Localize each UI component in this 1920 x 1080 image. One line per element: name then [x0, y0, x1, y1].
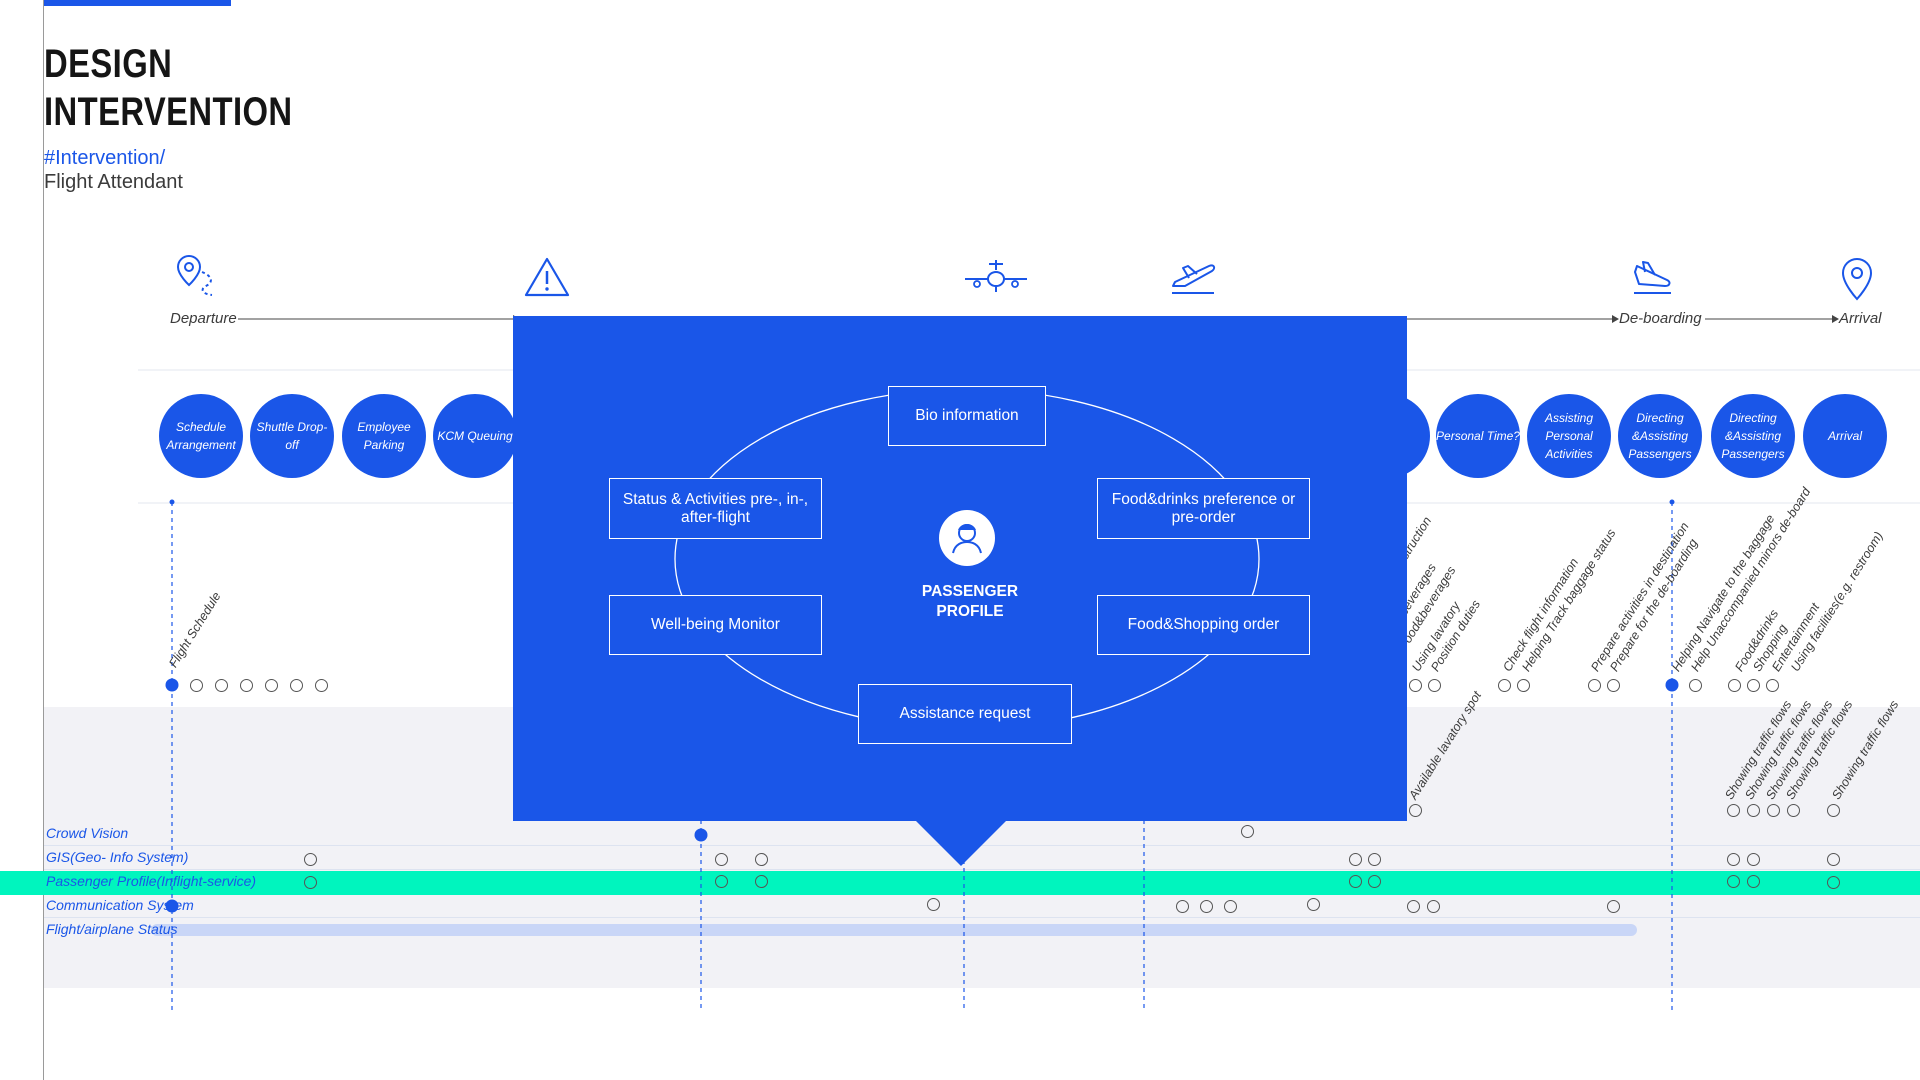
passenger-avatar-icon	[939, 510, 995, 566]
arrival-pin-icon	[1841, 257, 1873, 301]
communication-marker	[927, 898, 940, 911]
profile-marker	[715, 875, 728, 888]
touchpoint-marker	[1767, 804, 1780, 817]
security-warning-icon	[524, 257, 570, 297]
step-schedule-arrangement[interactable]: Schedule Arrangement	[159, 394, 243, 478]
touchpoint-marker	[1827, 804, 1840, 817]
touchpoint-marker	[1517, 679, 1530, 692]
step-assisting-personal-activities[interactable]: Assisting Personal Activities	[1527, 394, 1611, 478]
step-kcm-queuing[interactable]: KCM Queuing	[433, 394, 517, 478]
touchpoint-marker	[1766, 679, 1779, 692]
communication-marker	[1200, 900, 1213, 913]
communication-marker	[1407, 900, 1420, 913]
passenger-profile-title: PASSENGER PROFILE	[921, 583, 1019, 620]
touchpoint-marker	[1428, 679, 1441, 692]
assistance-request-node[interactable]: Assistance request	[858, 684, 1072, 744]
touchpoint-marker	[265, 679, 278, 692]
gis-marker	[755, 853, 768, 866]
lane-divider	[44, 869, 1920, 870]
lane-passenger-profile: Passenger Profile(Inflight-service)	[46, 873, 257, 889]
touchpoint-marker	[240, 679, 253, 692]
touchpoint-marker	[1498, 679, 1511, 692]
crowd-vision-marker	[1241, 825, 1254, 838]
callout-pointer	[915, 820, 1007, 866]
profile-marker	[1727, 875, 1740, 888]
stage-deboarding: De-boarding	[1619, 310, 1702, 327]
boarding-plane-front-icon	[965, 260, 1027, 292]
touchpoint-marker	[215, 679, 228, 692]
profile-marker	[1349, 875, 1362, 888]
gis-marker	[1349, 853, 1362, 866]
profile-marker	[1368, 875, 1381, 888]
touchpoint-marker	[1588, 679, 1601, 692]
step-shuttle-dropoff[interactable]: Shuttle Drop-off	[250, 394, 334, 478]
stage-arrival: Arrival	[1839, 310, 1882, 327]
gis-marker	[715, 853, 728, 866]
profile-marker	[1827, 876, 1840, 889]
step-directing-assisting-1[interactable]: Directing &Assisting Passengers	[1618, 394, 1702, 478]
food-shopping-order-node[interactable]: Food&Shopping order	[1097, 595, 1310, 655]
persona-subtitle: Flight Attendant	[44, 171, 183, 193]
communication-marker	[1427, 900, 1440, 913]
top-accent-bar	[43, 0, 231, 6]
food-preference-node[interactable]: Food&drinks preference or pre-order	[1097, 478, 1310, 539]
wellbeing-monitor-node[interactable]: Well-being Monitor	[609, 595, 822, 655]
lane-flight-status: Flight/airplane Status	[46, 921, 178, 937]
bio-information-node[interactable]: Bio information	[888, 386, 1046, 446]
profile-marker	[1747, 875, 1760, 888]
lane-crowd-vision: Crowd Vision	[46, 825, 129, 841]
status-activities-node[interactable]: Status & Activities pre-, in-, after-fli…	[609, 478, 822, 539]
lane-gis: GIS(Geo- Info System)	[46, 849, 189, 865]
touchpoint-marker	[1689, 679, 1702, 692]
left-divider	[43, 0, 44, 1080]
communication-marker	[1307, 898, 1320, 911]
profile-marker	[304, 876, 317, 889]
touchpoint-marker	[1747, 804, 1760, 817]
profile-marker	[755, 875, 768, 888]
passenger-profile-highlight	[0, 871, 1920, 895]
landing-plane-icon	[1634, 261, 1671, 294]
intervention-tag[interactable]: #Intervention/	[44, 147, 166, 169]
touchpoint-marker	[190, 679, 203, 692]
gis-marker	[1827, 853, 1840, 866]
touchpoint-marker	[290, 679, 303, 692]
step-personal-time[interactable]: Personal Time?	[1436, 394, 1520, 478]
touchpoint-marker	[1727, 804, 1740, 817]
communication-marker	[1607, 900, 1620, 913]
departure-pin-icon	[176, 254, 213, 296]
step-directing-assisting-2[interactable]: Directing &Assisting Passengers	[1711, 394, 1795, 478]
touchpoint-marker	[1409, 679, 1422, 692]
gis-marker	[304, 853, 317, 866]
touchpoint-marker	[315, 679, 328, 692]
touchpoint-marker	[1747, 679, 1760, 692]
step-employee-parking[interactable]: Employee Parking	[342, 394, 426, 478]
stage-departure: Departure	[170, 310, 237, 327]
communication-marker	[1224, 900, 1237, 913]
step-arrival[interactable]: Arrival	[1803, 394, 1887, 478]
touchpoint-marker	[1728, 679, 1741, 692]
lane-communication-system: Communication System	[46, 897, 194, 913]
page-title: DESIGN INTERVENTION	[44, 42, 293, 134]
touchpoint-marker	[1787, 804, 1800, 817]
flight-status-bar	[151, 924, 1637, 936]
touchpoint-marker	[1607, 679, 1620, 692]
communication-marker	[1176, 900, 1189, 913]
lane-divider	[44, 917, 1920, 918]
takeoff-plane-icon	[1172, 264, 1216, 294]
touchpoint-marker	[1409, 804, 1422, 817]
gis-marker	[1727, 853, 1740, 866]
gis-marker	[1747, 853, 1760, 866]
gis-marker	[1368, 853, 1381, 866]
